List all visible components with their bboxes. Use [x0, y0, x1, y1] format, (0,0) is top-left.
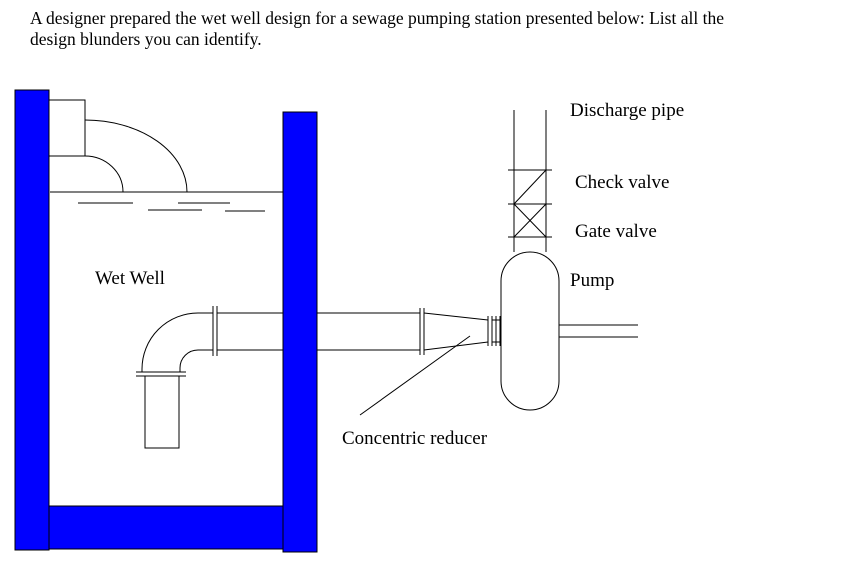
wet-well-structure: [14, 89, 318, 553]
water-level-marks: [78, 202, 265, 212]
pump-casing: [500, 251, 560, 411]
pump-label: Pump: [570, 270, 614, 291]
question-line-1: A designer prepared the wet well design …: [30, 8, 724, 28]
right-wall: [282, 111, 318, 553]
reducer-leader-line: [359, 335, 471, 416]
concentric-reducer: [419, 308, 501, 355]
check-valve-symbol: [508, 169, 552, 205]
suction-pipe: [136, 306, 420, 449]
gate-valve-label: Gate valve: [575, 221, 657, 242]
discharge-pipe: [513, 110, 547, 252]
inlet-pipe: [48, 99, 283, 193]
pump-shaft: [559, 324, 638, 338]
question-line-2: design blunders you can identify.: [30, 29, 262, 49]
floor-slab: [48, 505, 284, 550]
gate-valve-symbol: [508, 203, 552, 238]
check-valve-label: Check valve: [575, 172, 669, 193]
question-text: A designer prepared the wet well design …: [30, 8, 840, 50]
discharge-pipe-label: Discharge pipe: [570, 100, 684, 121]
concentric-reducer-label: Concentric reducer: [342, 428, 488, 449]
left-wall: [14, 89, 50, 551]
wet-well-label: Wet Well: [95, 268, 165, 289]
